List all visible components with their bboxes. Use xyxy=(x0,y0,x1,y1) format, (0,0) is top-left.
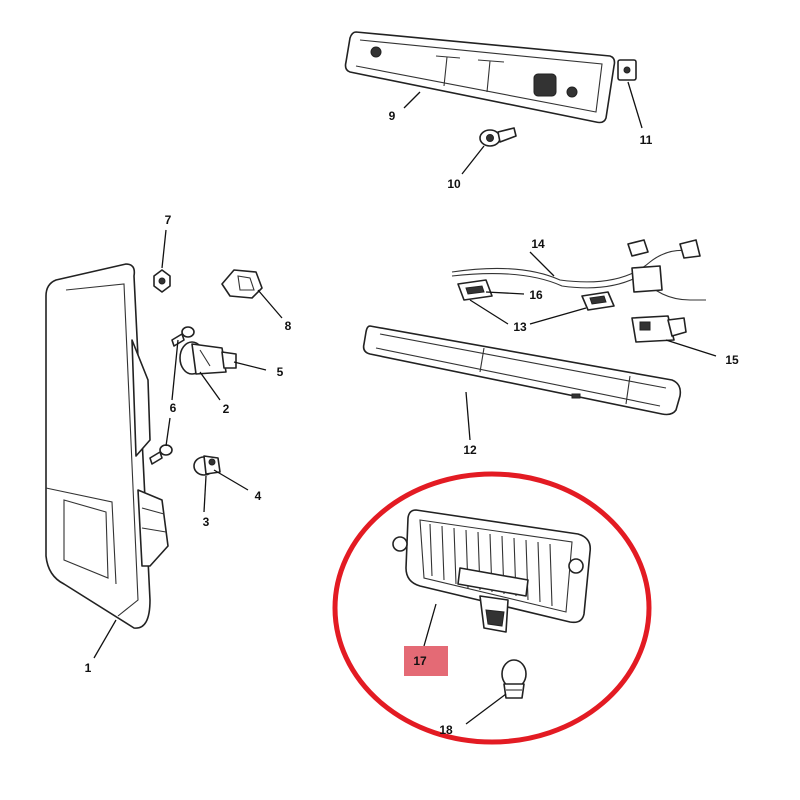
part-10-screw xyxy=(479,127,517,147)
part-1-tail-lamp xyxy=(45,263,169,629)
callout-1: 1 xyxy=(85,661,92,675)
part-18-bulb xyxy=(501,659,527,699)
callout-8: 8 xyxy=(285,319,292,333)
callout-15: 15 xyxy=(725,353,739,367)
part-9-lamp-bar xyxy=(344,31,616,124)
part-15-connector xyxy=(631,315,687,343)
part-12-light-bar xyxy=(362,325,682,416)
callout-10: 10 xyxy=(447,177,461,191)
part-14-wiring-harness xyxy=(451,239,706,301)
callout-11: 11 xyxy=(640,133,653,147)
leader-lines xyxy=(93,81,717,725)
callout-2: 2 xyxy=(223,402,230,416)
callout-5: 5 xyxy=(277,365,284,379)
callout-16: 16 xyxy=(529,288,543,302)
callout-14: 14 xyxy=(531,237,545,251)
callout-4: 4 xyxy=(255,489,262,503)
part-17-lamp-assembly xyxy=(392,509,592,633)
callout-13: 13 xyxy=(513,320,527,334)
callout-labels: 1 2 3 4 5 6 7 8 9 10 11 12 13 14 15 16 1… xyxy=(85,109,739,737)
callout-17-highlight xyxy=(404,646,448,676)
highlight-ring xyxy=(332,471,652,745)
callout-17: 17 xyxy=(413,654,427,668)
callout-18: 18 xyxy=(439,723,453,737)
part-7-nut xyxy=(153,269,171,293)
part-8-socket xyxy=(221,269,263,299)
callout-6: 6 xyxy=(170,401,177,415)
callout-9: 9 xyxy=(389,109,396,123)
part-16-13-sockets xyxy=(457,279,615,311)
callout-7: 7 xyxy=(165,213,172,227)
part-2-5-bulb-socket xyxy=(179,341,237,375)
callout-12: 12 xyxy=(463,443,477,457)
callout-3: 3 xyxy=(203,515,210,529)
part-11-clip xyxy=(617,59,637,81)
part-4-small-bulb xyxy=(193,455,221,476)
